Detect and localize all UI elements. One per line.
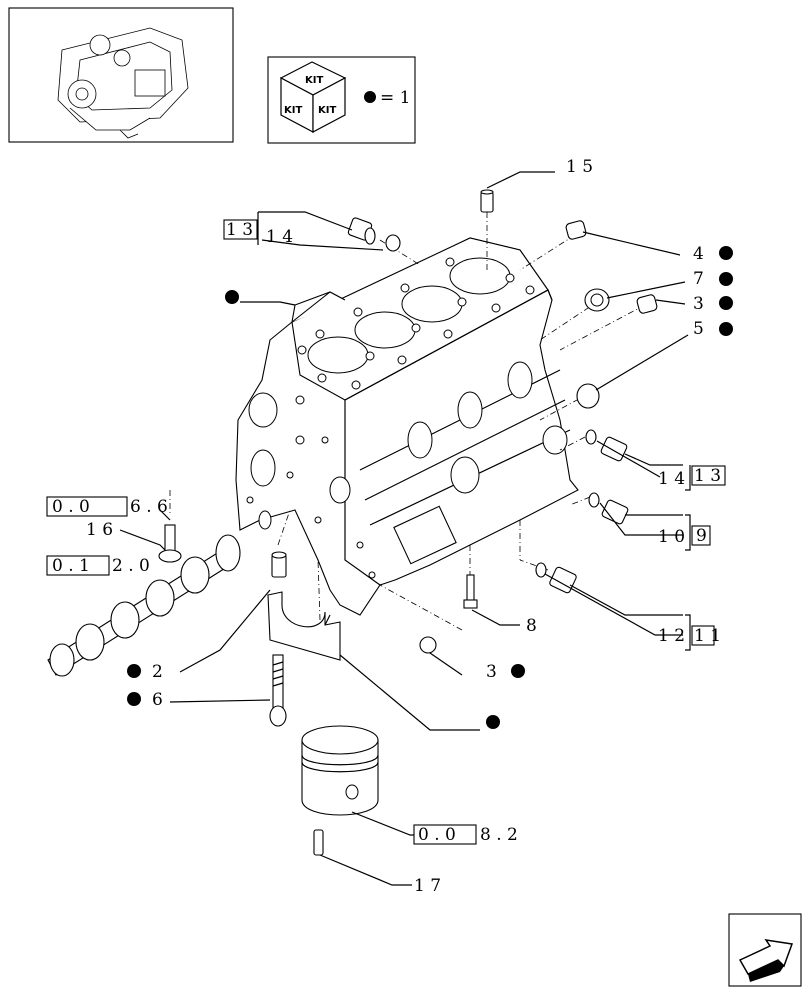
head-bolt-holes [297, 257, 535, 390]
callout-5[interactable]: 5 [693, 319, 704, 339]
ref-006-box[interactable] [46, 496, 128, 517]
kit-cube-icon [279, 61, 347, 133]
callout-13-right-box-text: 1 3 [694, 466, 721, 486]
plug-9[interactable] [601, 499, 629, 525]
callout-11-box[interactable] [691, 625, 715, 646]
cup-plug-4[interactable] [565, 220, 587, 240]
engine-thumbnail[interactable] [8, 7, 234, 143]
piston[interactable] [301, 725, 379, 816]
ref-008-rest: 8 . 2 [480, 825, 518, 845]
ref-006-rest: 6 . 6 [130, 497, 168, 517]
callout-labels: 1 5 1 3 1 4 4 7 3 5 1 4 1 3 1 0 9 8 1 2 … [46, 157, 733, 896]
kit-label-left: KIT [284, 105, 302, 116]
callout-13-box-text: 1 3 [226, 220, 253, 240]
next-page-button[interactable] [728, 913, 802, 987]
ref-008-box-text: 0 . 0 [418, 825, 456, 845]
washer-14[interactable] [385, 234, 401, 252]
cup-plug-3-upper[interactable] [636, 294, 658, 314]
callout-7[interactable]: 7 [693, 269, 704, 289]
callout-9-box[interactable] [691, 525, 711, 546]
callout-12[interactable]: 1 2 [658, 626, 685, 646]
kit-dot-icon [364, 91, 376, 103]
ref-012-box-text: 0 . 1 [52, 556, 90, 576]
callout-13-right-box[interactable] [691, 465, 726, 486]
washer-10[interactable] [588, 492, 600, 508]
callout-10[interactable]: 1 0 [658, 527, 685, 547]
callout-6[interactable]: 6 [152, 690, 163, 710]
kit-legend: KIT KIT KIT = 1 [267, 56, 416, 144]
callout-17[interactable]: 1 7 [414, 876, 441, 896]
callout-9-box-text: 9 [696, 526, 707, 546]
ref-012-box[interactable] [46, 555, 110, 576]
kit-label-top: KIT [305, 75, 323, 86]
kit-dot-7 [719, 272, 733, 286]
callout-14[interactable]: 1 4 [266, 227, 293, 247]
callout-3-lower[interactable]: 3 [486, 662, 497, 682]
callout-14-right[interactable]: 1 4 [658, 469, 685, 489]
kit-dot-bearing-cap [486, 715, 500, 729]
bolt-16[interactable] [158, 524, 182, 563]
plug-11[interactable] [549, 566, 577, 594]
callout-15[interactable]: 1 5 [566, 157, 593, 177]
kit-equals-text: = 1 [380, 88, 410, 108]
alignment-lines [169, 212, 646, 631]
leader-lines [119, 171, 691, 886]
camshaft[interactable] [47, 534, 241, 677]
kit-dot-2 [127, 664, 141, 678]
kit-dot-4 [719, 246, 733, 260]
plug-13[interactable] [347, 217, 376, 245]
cup-plug-3-lower[interactable] [419, 636, 437, 654]
dowel-pin-15[interactable] [480, 189, 494, 213]
callout-3-upper[interactable]: 3 [693, 294, 704, 314]
callout-16[interactable]: 1 6 [86, 520, 113, 540]
plug-13-right[interactable] [600, 436, 628, 462]
kit-label-right: KIT [318, 105, 336, 116]
bolt-8[interactable] [463, 574, 478, 609]
bolt-6[interactable] [269, 654, 287, 727]
engine-block[interactable] [235, 237, 579, 616]
callout-11-box-text: 1 1 [694, 626, 721, 646]
ring-7[interactable] [584, 288, 610, 312]
pin-17[interactable] [313, 829, 324, 856]
ref-006-box-text: 0 . 0 [52, 497, 90, 517]
kit-dot-3-upper [719, 296, 733, 310]
kit-dot-liner [225, 290, 239, 304]
callout-2[interactable]: 2 [152, 662, 163, 682]
ref-008-box[interactable] [413, 824, 477, 845]
kit-dot-5 [719, 322, 733, 336]
dowel-pin-2[interactable] [271, 551, 287, 578]
callout-13-box[interactable] [223, 219, 258, 240]
ref-012-rest: 2 . 0 [112, 556, 150, 576]
liner-outline [291, 291, 346, 323]
washer-12[interactable] [535, 562, 547, 578]
main-bearing-cap[interactable] [267, 591, 341, 661]
cup-plug-5[interactable] [576, 383, 600, 409]
engine-overview-icon [57, 27, 189, 139]
parts [47, 189, 658, 856]
arrow-icon [738, 938, 794, 982]
kit-dot-6 [127, 692, 141, 706]
kit-dot-3-lower [511, 664, 525, 678]
callout-4[interactable]: 4 [693, 244, 704, 264]
callout-8[interactable]: 8 [526, 616, 537, 636]
washer-14-right[interactable] [585, 429, 597, 445]
